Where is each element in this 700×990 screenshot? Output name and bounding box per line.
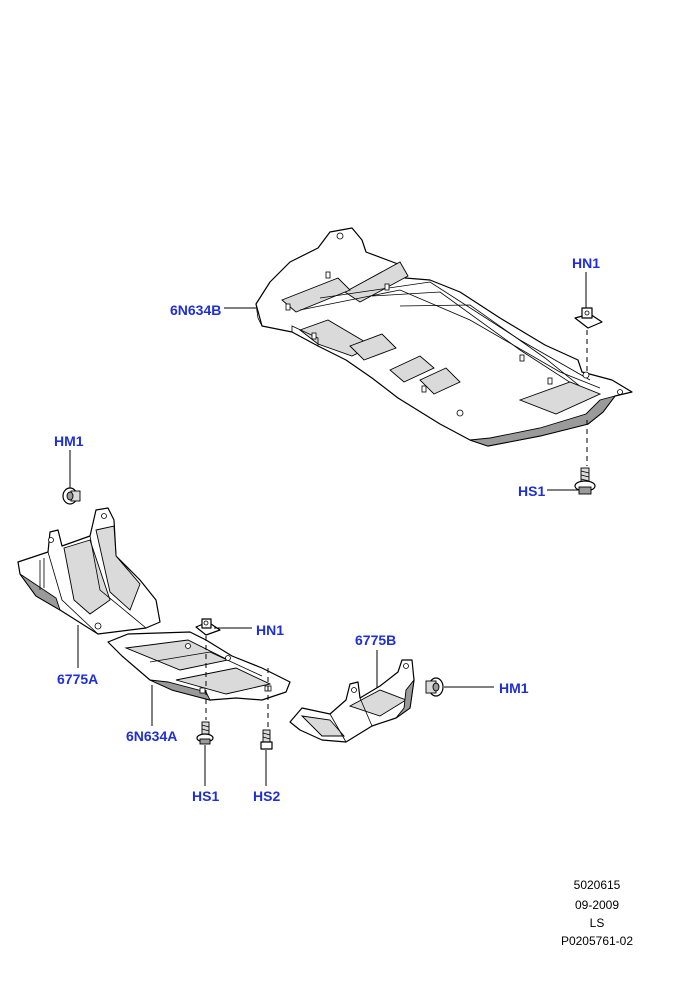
push-clip-hm1-left — [62, 487, 81, 505]
bolt-hs1-top — [574, 467, 596, 495]
callout-hs1-bottom: HS1 — [192, 788, 220, 804]
leader-lines — [69, 272, 588, 786]
reference-date: 09-2009 — [574, 898, 620, 912]
underbody-shield-small — [107, 631, 291, 701]
callout-6775a: 6775A — [57, 671, 99, 687]
callout-hn1-mid: HN1 — [256, 622, 285, 638]
bolt-hs2-bottom — [260, 729, 273, 750]
callout-hs2-bottom: HS2 — [253, 788, 281, 804]
reference-id: P0205761-02 — [560, 934, 634, 948]
clip-nut-hn1-top — [574, 307, 603, 329]
bolt-hs1-bottom — [196, 721, 214, 745]
underbody-shield-main — [255, 227, 633, 447]
callout-hm1-right: HM1 — [499, 680, 529, 696]
callout-hn1-top: HN1 — [572, 255, 601, 271]
callout-6n634b: 6N634B — [170, 302, 222, 318]
reference-number: 5020615 — [573, 878, 621, 892]
bracket-6775a — [17, 507, 161, 635]
reference-code: LS — [589, 916, 605, 930]
push-clip-hm1-right — [425, 677, 444, 697]
callout-6775b: 6775B — [355, 632, 397, 648]
reference-block: 5020615 09-2009 LS P0205761-02 — [555, 878, 639, 950]
callout-hs1-top: HS1 — [518, 483, 546, 499]
clip-nut-hn1-mid — [195, 618, 221, 636]
bracket-6775b — [289, 659, 415, 743]
callout-6n634a: 6N634A — [126, 728, 178, 744]
callout-hm1-left: HM1 — [54, 433, 84, 449]
